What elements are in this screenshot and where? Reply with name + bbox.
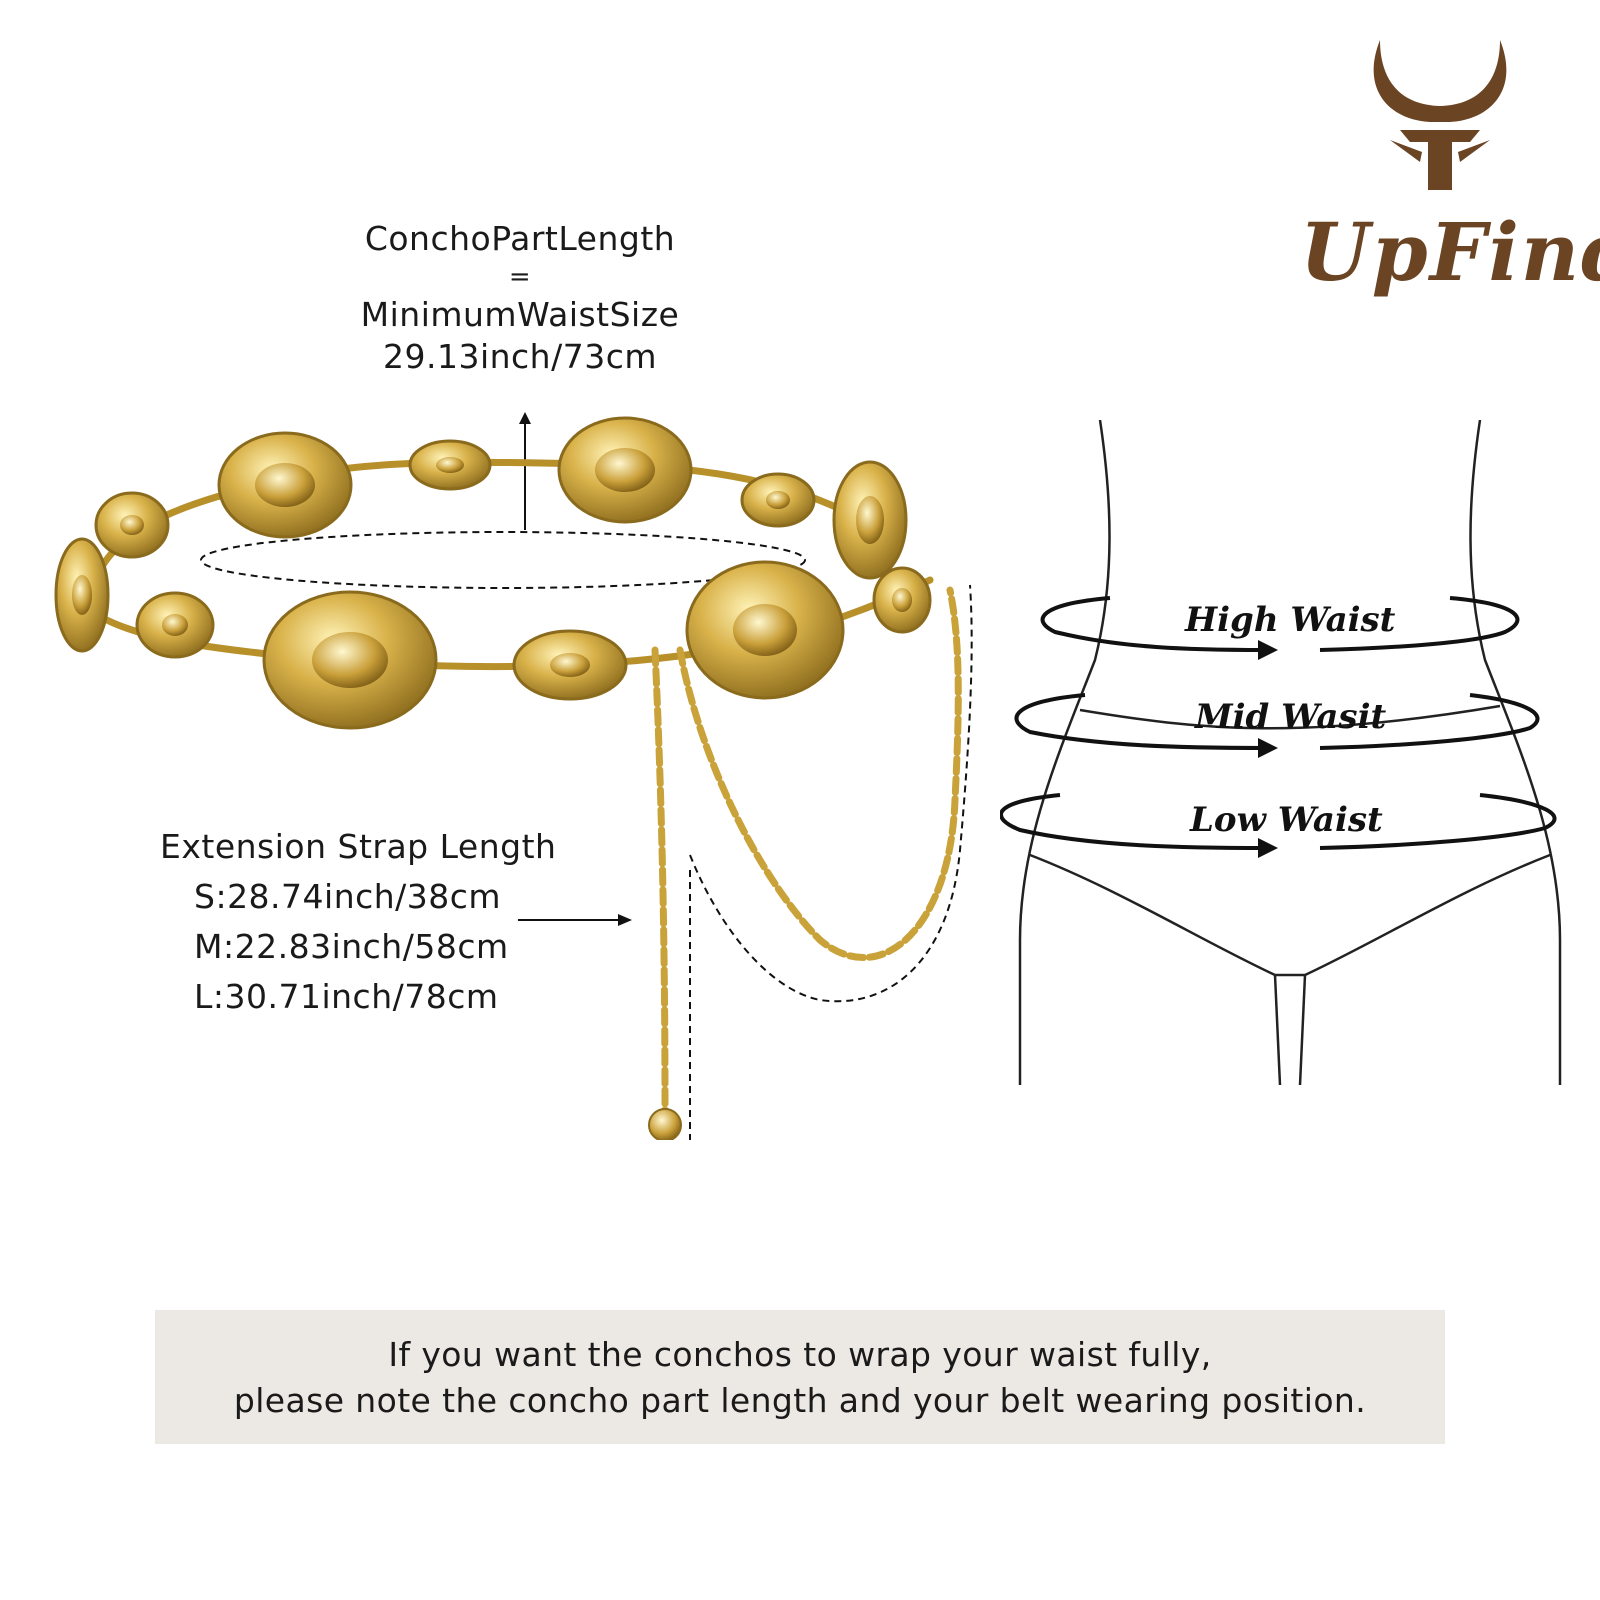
wearing-note: If you want the conchos to wrap your wai… (155, 1310, 1445, 1444)
extension-size-s: S:28.74inch/38cm (194, 877, 502, 916)
concho-line-3: MinimumWaistSize (360, 295, 680, 334)
extension-size-m: M:22.83inch/58cm (194, 927, 509, 966)
concho (557, 416, 693, 524)
concho (512, 629, 628, 701)
waist-label-low: Low Waist (1190, 800, 1383, 840)
concho (872, 566, 932, 634)
extension-size-l: L:30.71inch/78cm (194, 977, 499, 1016)
concho-line-1: ConchoPartLength (364, 219, 676, 258)
extension-strap-label: Extension Strap Length S:28.74inch/38cm … (160, 822, 600, 1022)
brand-name: UpFind (1300, 205, 1600, 299)
waist-label-high: High Waist (1185, 600, 1396, 640)
concho (832, 460, 908, 580)
bull-head-icon (1373, 40, 1507, 190)
concho (135, 591, 215, 659)
extension-title: Extension Strap Length (160, 827, 557, 866)
concho (685, 560, 845, 700)
waist-label-mid: Mid Wasit (1195, 697, 1387, 737)
concho (740, 472, 816, 528)
note-line-2: please note the concho part length and y… (233, 1381, 1367, 1420)
concho-line-2: = (508, 262, 532, 292)
chain-end-ball (648, 1108, 682, 1140)
concho (408, 439, 492, 491)
concho (217, 431, 353, 539)
brand-logo (1360, 30, 1520, 200)
concho (94, 491, 170, 559)
concho (54, 537, 110, 653)
concho (262, 590, 438, 730)
body-diagram (1000, 420, 1562, 1086)
concho-line-4: 29.13inch/73cm (382, 337, 657, 376)
concho-dashed-ellipse (200, 531, 806, 589)
note-line-1: If you want the conchos to wrap your wai… (388, 1335, 1212, 1374)
belt-illustration (54, 412, 973, 1140)
concho-length-label: ConchoPartLength = MinimumWaistSize 29.1… (300, 218, 740, 378)
